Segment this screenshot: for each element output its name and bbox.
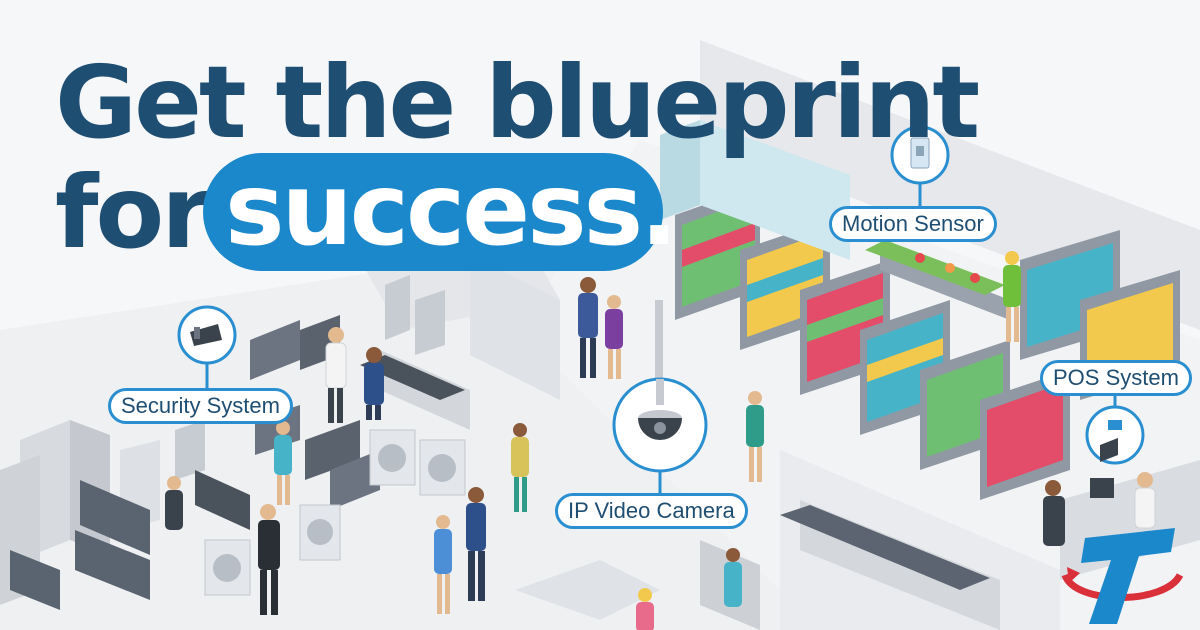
headline-highlight: success. bbox=[225, 151, 678, 268]
tv-display bbox=[10, 480, 150, 610]
camera-pole bbox=[655, 300, 663, 420]
cooler-row bbox=[660, 120, 850, 260]
callout-pos-system: POS System bbox=[1040, 360, 1192, 396]
headline-line2-prefix: for bbox=[55, 154, 211, 271]
callout-ip-video-camera: IP Video Camera bbox=[555, 493, 748, 529]
washing-machines bbox=[204, 429, 466, 596]
highlight-pill: success. bbox=[203, 153, 678, 271]
callout-security-system: Security System bbox=[108, 388, 293, 424]
pos-terminal-icon bbox=[1085, 392, 1145, 465]
headline-line1: Get the blueprint bbox=[55, 44, 980, 161]
range-hoods bbox=[175, 275, 445, 480]
t-brand-logo-icon bbox=[1061, 528, 1184, 624]
stove-row bbox=[195, 350, 470, 530]
produce-stand bbox=[865, 240, 1010, 320]
cosmetics-counter bbox=[515, 500, 1000, 630]
shoppers bbox=[165, 251, 1156, 630]
motion-sensor-icon bbox=[890, 125, 950, 206]
security-camera-icon bbox=[177, 305, 237, 388]
dome-camera-icon bbox=[612, 377, 708, 493]
callout-motion-sensor: Motion Sensor bbox=[829, 206, 997, 242]
